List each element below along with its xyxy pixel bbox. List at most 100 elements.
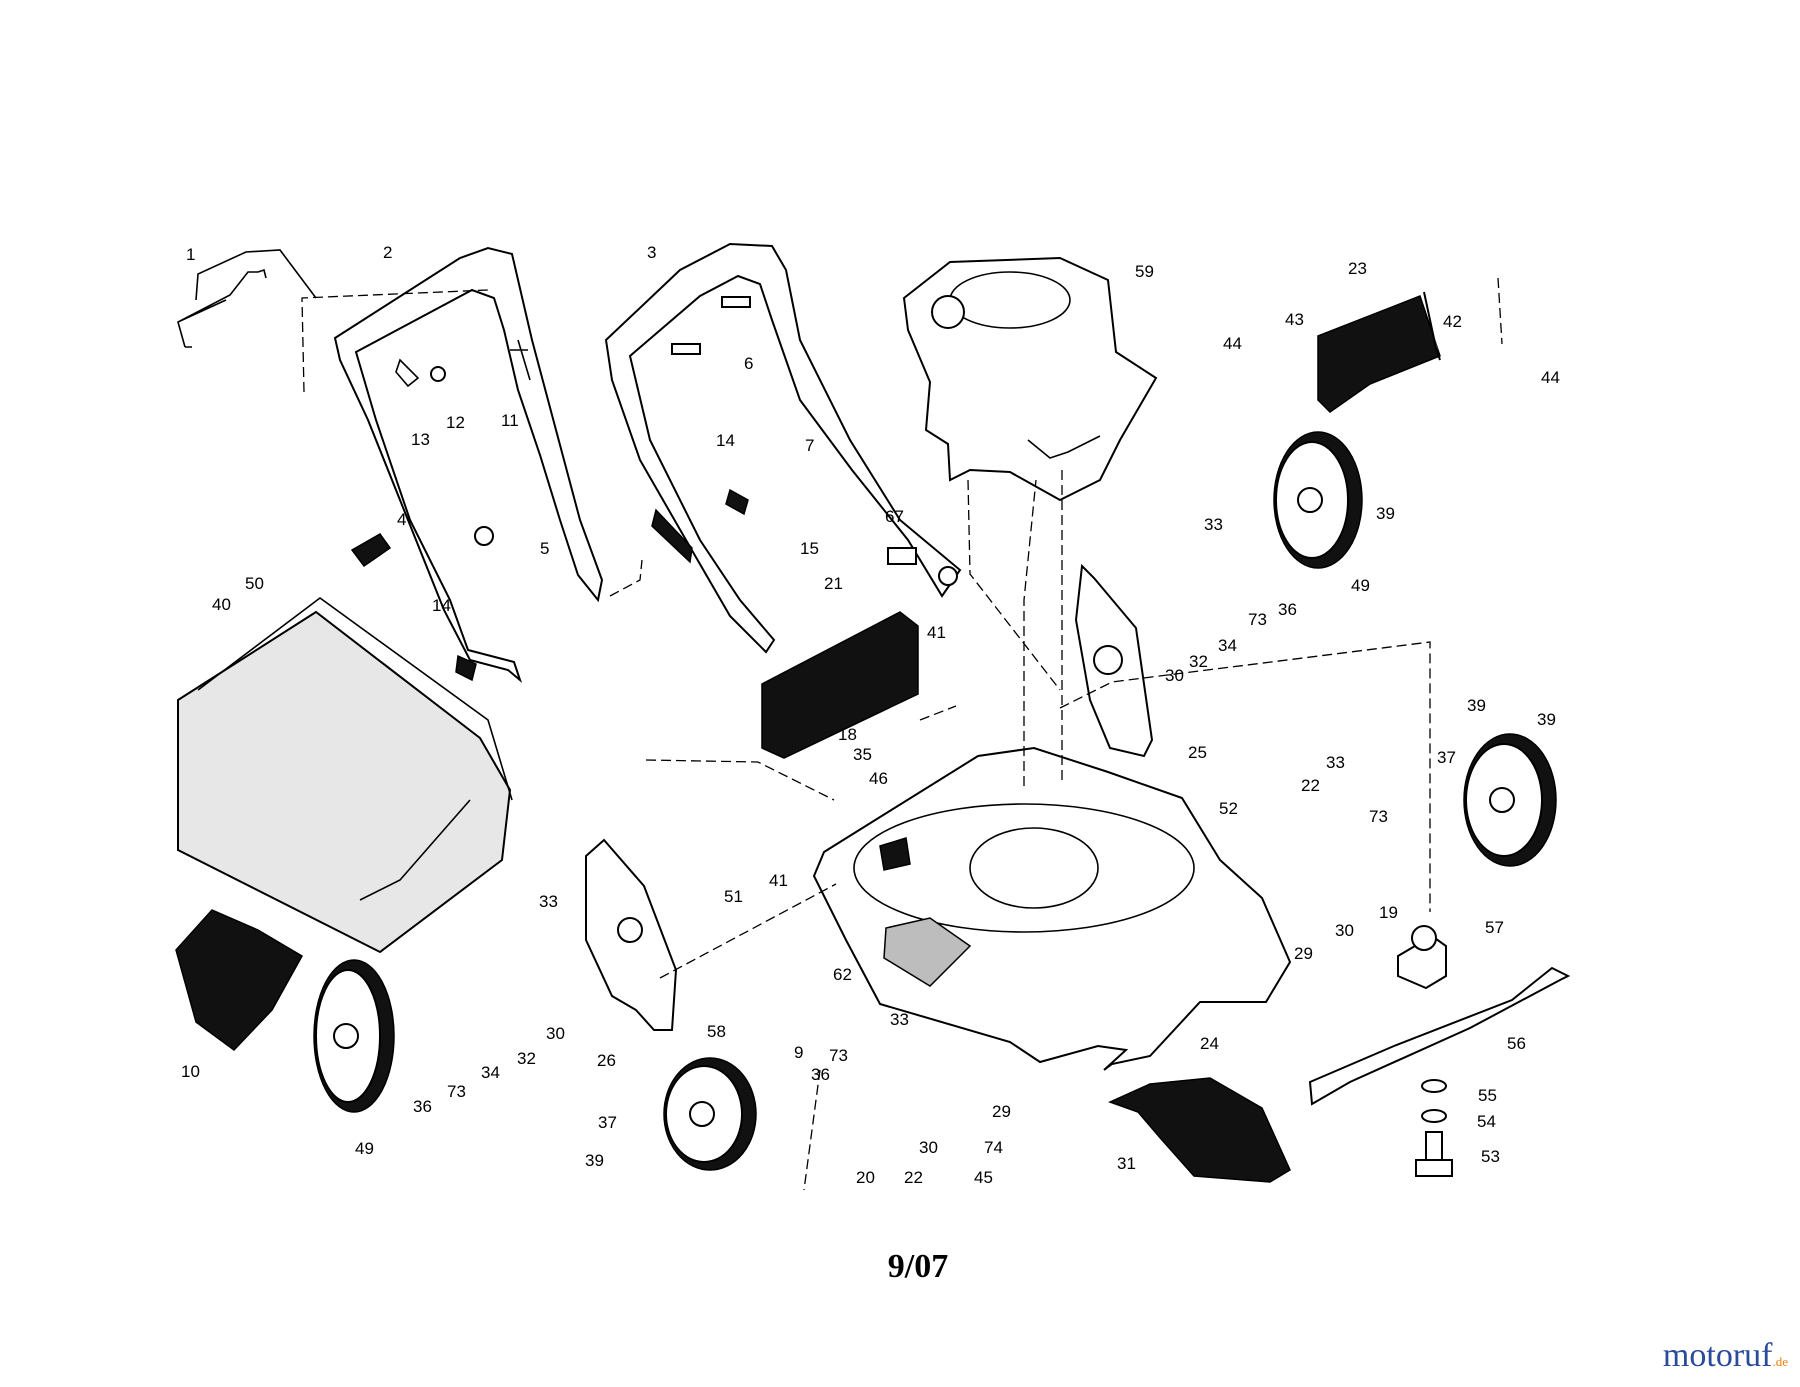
lower-handle-3 xyxy=(604,242,962,654)
part-label: 10 xyxy=(181,1062,200,1081)
part-label: 29 xyxy=(992,1102,1011,1121)
part-label: 13 xyxy=(411,430,430,449)
part-label: 4 xyxy=(397,510,406,529)
part-label: 32 xyxy=(1189,652,1208,671)
part-label: 36 xyxy=(413,1097,432,1116)
part-label: 22 xyxy=(1301,776,1320,795)
part-label: 14 xyxy=(432,596,451,615)
height-adjuster-26 xyxy=(585,838,678,1031)
part-label: 67 xyxy=(885,507,904,526)
part-label: 44 xyxy=(1223,334,1242,353)
part-label: 49 xyxy=(355,1139,374,1158)
part-label: 33 xyxy=(890,1010,909,1029)
blade-adapter-57 xyxy=(1397,925,1447,990)
part-label: 39 xyxy=(1537,710,1556,729)
part-label: 73 xyxy=(829,1046,848,1065)
part-label: 25 xyxy=(1188,743,1207,762)
date-code: 9/07 xyxy=(887,1248,949,1285)
part-label: 45 xyxy=(974,1168,993,1187)
watermark-suffix: .de xyxy=(1772,1354,1788,1369)
part-label: 73 xyxy=(1248,610,1267,629)
part-labels: 1 2 3 4 5 6 7 9 10 11 12 13 14 14 15 18 … xyxy=(181,243,1560,1187)
part-label: 24 xyxy=(1200,1034,1219,1053)
part-label: 43 xyxy=(1285,310,1304,329)
part-label: 50 xyxy=(245,574,264,593)
part-label: 15 xyxy=(800,539,819,558)
wheel-49-rear-right xyxy=(1273,431,1363,569)
part-label: 44 xyxy=(1541,368,1560,387)
part-label: 54 xyxy=(1477,1112,1496,1131)
part-label: 59 xyxy=(1135,262,1154,281)
part-label: 37 xyxy=(598,1113,617,1132)
wheel-37-front-right xyxy=(1463,733,1557,867)
part-label: 21 xyxy=(824,574,843,593)
part-label: 19 xyxy=(1379,903,1398,922)
upper-handle-2 xyxy=(301,246,604,684)
part-label: 9 xyxy=(794,1043,803,1062)
rear-flap-10 xyxy=(175,909,304,1051)
part-label: 36 xyxy=(1278,600,1297,619)
part-label: 2 xyxy=(383,243,392,262)
part-label: 11 xyxy=(501,411,519,430)
part-label: 30 xyxy=(1165,666,1184,685)
engine-59 xyxy=(902,256,1158,502)
part-label: 62 xyxy=(833,965,852,984)
part-label: 74 xyxy=(984,1138,1003,1157)
handle-hardware xyxy=(350,296,958,682)
part-label: 33 xyxy=(1326,753,1345,772)
part-label: 23 xyxy=(1348,259,1367,278)
part-label: 6 xyxy=(744,354,753,373)
part-label: 51 xyxy=(724,887,743,906)
part-label: 18 xyxy=(838,725,857,744)
part-label: 46 xyxy=(869,769,888,788)
part-label: 33 xyxy=(1204,515,1223,534)
part-label: 29 xyxy=(1294,944,1313,963)
part-label: 41 xyxy=(927,623,946,642)
part-label: 56 xyxy=(1507,1034,1526,1053)
part-label: 58 xyxy=(707,1022,726,1041)
part-label: 30 xyxy=(1335,921,1354,940)
part-label: 42 xyxy=(1443,312,1462,331)
part-label: 37 xyxy=(1437,748,1456,767)
rear-flap-23 xyxy=(1317,291,1441,413)
baffle-21 xyxy=(761,611,919,759)
part-label: 55 xyxy=(1478,1086,1497,1105)
wheel-49-left xyxy=(313,959,395,1113)
deck-52 xyxy=(812,746,1292,1071)
part-label: 40 xyxy=(212,595,231,614)
part-label: 14 xyxy=(716,431,735,450)
part-label: 49 xyxy=(1351,576,1370,595)
part-label: 22 xyxy=(904,1168,923,1187)
part-label: 73 xyxy=(1369,807,1388,826)
part-label: 33 xyxy=(539,892,558,911)
part-label: 20 xyxy=(856,1168,875,1187)
part-label: 41 xyxy=(769,871,788,890)
part-label: 39 xyxy=(1376,504,1395,523)
part-label: 36 xyxy=(811,1065,830,1084)
grass-bag-40 xyxy=(177,597,513,954)
part-label: 7 xyxy=(805,436,814,455)
part-label: 5 xyxy=(540,539,549,558)
part-label: 35 xyxy=(853,745,872,764)
part-label: 12 xyxy=(446,413,465,432)
part-label: 39 xyxy=(1467,696,1486,715)
part-label: 52 xyxy=(1219,799,1238,818)
watermark-logo: motoruf.de xyxy=(1663,1337,1788,1375)
part-label: 30 xyxy=(919,1138,938,1157)
part-label: 34 xyxy=(1218,636,1237,655)
wheel-37-front-left xyxy=(663,1057,757,1171)
part-label: 32 xyxy=(517,1049,536,1068)
part-label: 73 xyxy=(447,1082,466,1101)
part-label: 57 xyxy=(1485,918,1504,937)
handle-bail-1 xyxy=(177,249,317,348)
height-adjuster-25 xyxy=(1074,563,1154,758)
part-label: 30 xyxy=(546,1024,565,1043)
part-label: 3 xyxy=(647,243,656,262)
blade-56 xyxy=(1308,966,1571,1106)
watermark-brand: motoruf xyxy=(1662,1337,1773,1374)
part-label: 26 xyxy=(597,1051,616,1070)
side-chute-31 xyxy=(1107,1077,1291,1183)
assembly-guides xyxy=(609,277,1503,1191)
blade-bolt-53 xyxy=(1415,1079,1453,1177)
